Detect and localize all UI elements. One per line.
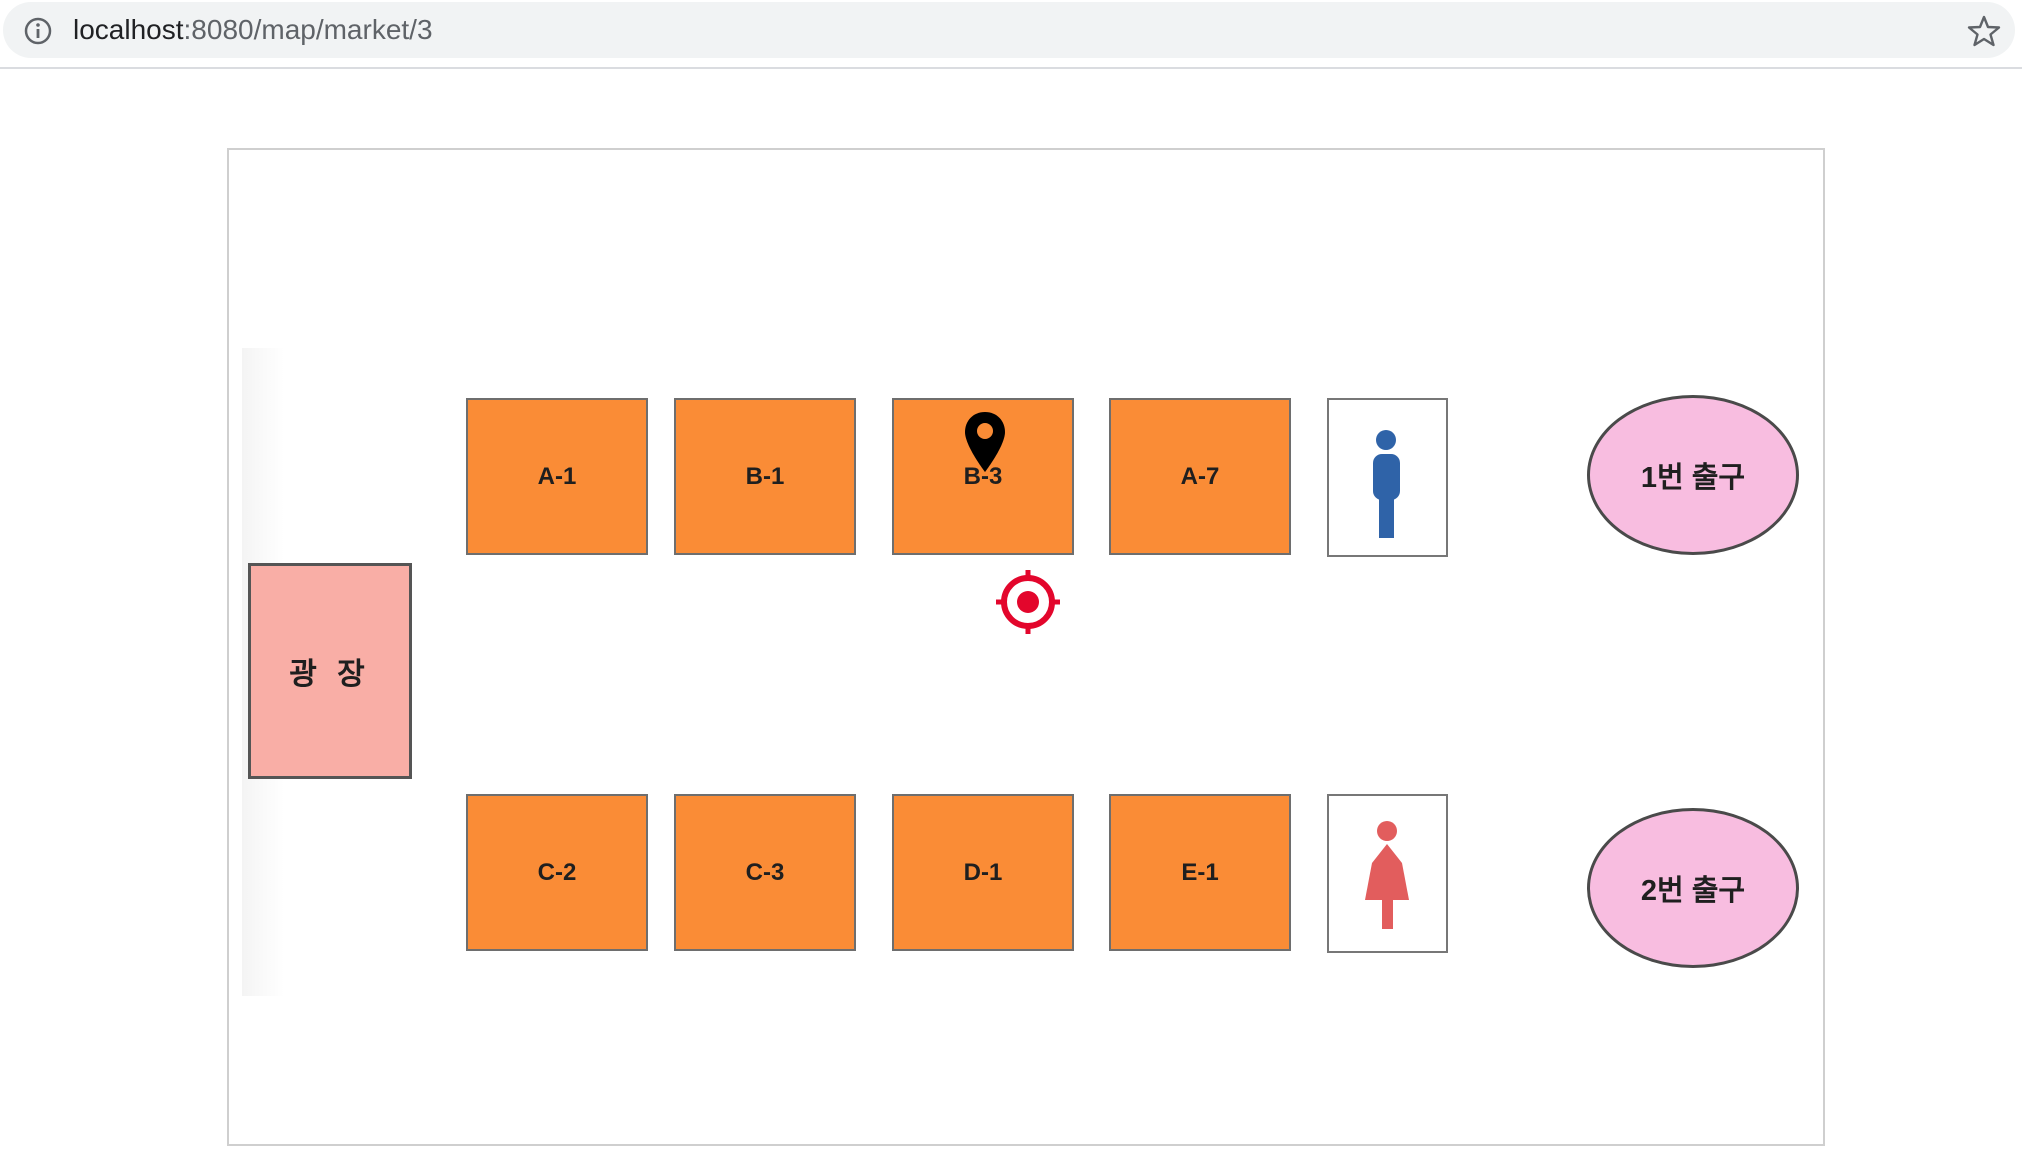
url-text[interactable]: localhost:8080/map/market/3 bbox=[73, 12, 433, 48]
stall-e-1[interactable]: E-1 bbox=[1109, 794, 1291, 951]
exit-2[interactable]: 2번 출구 bbox=[1587, 808, 1799, 968]
exit-1[interactable]: 1번 출구 bbox=[1587, 395, 1799, 555]
stall-label: B-1 bbox=[745, 462, 785, 490]
bookmark-star-icon[interactable] bbox=[1967, 14, 2001, 48]
stall-label: C-3 bbox=[745, 858, 785, 886]
stall-label: E-1 bbox=[1181, 858, 1219, 886]
info-icon[interactable] bbox=[23, 16, 53, 46]
stall-label: C-2 bbox=[537, 858, 577, 886]
exit-label: 2번 출구 bbox=[1640, 875, 1746, 907]
female-restroom[interactable] bbox=[1327, 794, 1448, 953]
stall-c-3[interactable]: C-3 bbox=[674, 794, 856, 951]
plaza-label: 광 장 bbox=[289, 658, 371, 691]
female-restroom-icon bbox=[1365, 821, 1409, 929]
stall-b-1[interactable]: B-1 bbox=[674, 398, 856, 555]
stall-c-2[interactable]: C-2 bbox=[466, 794, 648, 951]
stall-label: D-1 bbox=[963, 858, 1003, 886]
stall-a-7[interactable]: A-7 bbox=[1109, 398, 1291, 555]
location-pin-icon[interactable] bbox=[963, 410, 1007, 476]
stall-d-1[interactable]: D-1 bbox=[892, 794, 1074, 951]
market-map bbox=[227, 148, 1825, 1146]
male-restroom-icon bbox=[1373, 430, 1400, 538]
address-bar[interactable]: localhost:8080/map/market/3 bbox=[3, 2, 2015, 58]
plaza-area[interactable]: 광 장 bbox=[248, 563, 412, 779]
male-restroom[interactable] bbox=[1327, 398, 1448, 557]
toolbar-divider bbox=[0, 67, 2022, 69]
url-host: localhost bbox=[73, 14, 184, 45]
url-path: :8080/map/market/3 bbox=[183, 14, 433, 45]
exit-label: 1번 출구 bbox=[1640, 462, 1746, 494]
stall-label: A-7 bbox=[1180, 462, 1220, 490]
current-location-target-icon[interactable] bbox=[994, 568, 1062, 636]
stall-label: A-1 bbox=[537, 462, 577, 490]
stall-a-1[interactable]: A-1 bbox=[466, 398, 648, 555]
